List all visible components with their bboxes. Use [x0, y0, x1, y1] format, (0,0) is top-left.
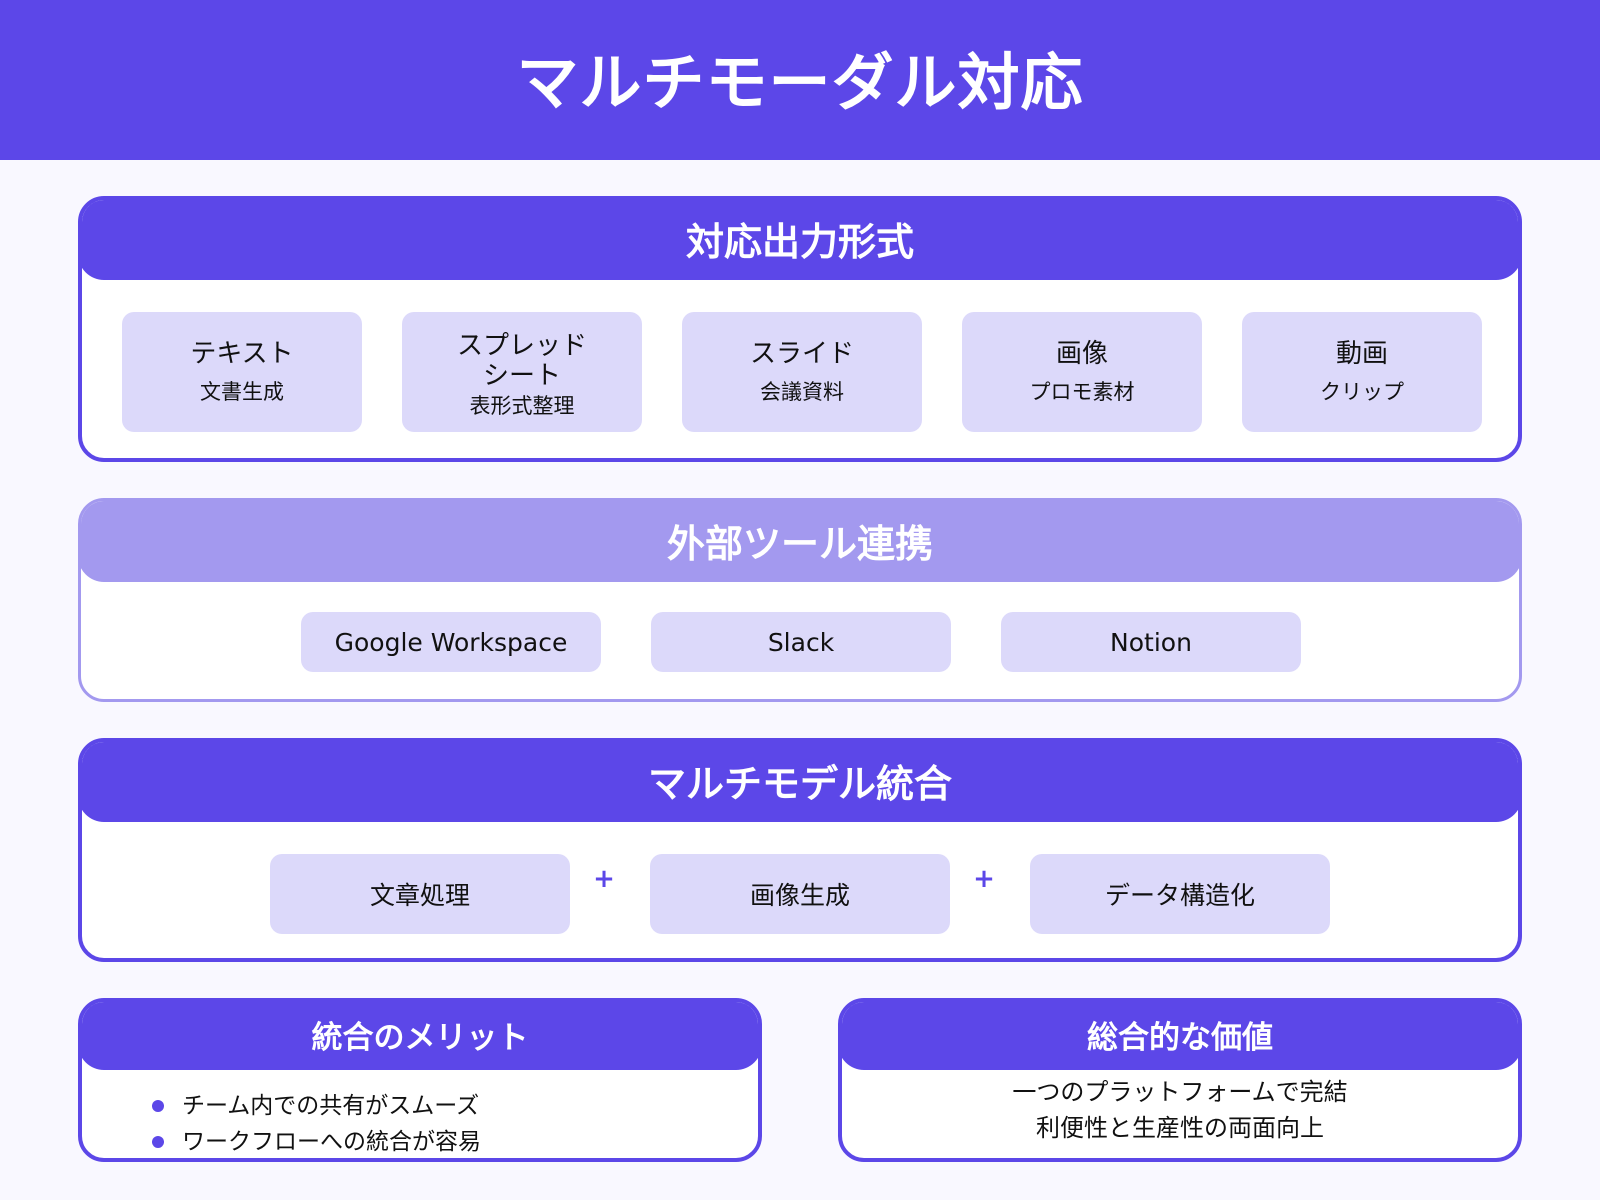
integration-slack: Slack: [651, 612, 951, 672]
model-card-image-generation: 画像生成: [650, 854, 950, 934]
integrations-header: 外部ツール連携: [81, 501, 1519, 582]
format-title-line1: スプレッド: [456, 331, 587, 361]
format-title: 動画: [1335, 339, 1388, 369]
format-title: テキスト: [190, 339, 294, 369]
merit-text: チーム内での共有がスムーズ: [182, 1093, 480, 1119]
multimodel-heading: マルチモデル統合: [647, 761, 952, 806]
output-formats-panel: 対応出力形式 テキスト 文書生成 スプレッド シート 表形式整理 スライド 会議…: [78, 196, 1522, 462]
integrations-heading: 外部ツール連携: [666, 521, 933, 566]
format-card-image: 画像 プロモ素材: [962, 312, 1202, 432]
model-label: 画像生成: [749, 881, 850, 910]
integration-google-workspace: Google Workspace: [301, 612, 601, 672]
format-title: 画像: [1055, 339, 1108, 369]
page-title: マルチモーダル対応: [516, 46, 1084, 119]
merit-item: チーム内での共有がスムーズ: [152, 1088, 481, 1124]
format-card-text: テキスト 文書生成: [122, 312, 362, 432]
multimodel-panel: マルチモデル統合 文章処理 + 画像生成 + データ構造化: [78, 738, 1522, 962]
integrations-panel: 外部ツール連携 Google Workspace Slack Notion: [78, 498, 1522, 702]
format-card-video: 動画 クリップ: [1242, 312, 1482, 432]
integration-notion: Notion: [1001, 612, 1301, 672]
value-line: 利便性と生産性の両面向上: [1036, 1114, 1324, 1142]
format-card-spreadsheet: スプレッド シート 表形式整理: [402, 312, 642, 432]
format-sub: 会議資料: [760, 380, 844, 404]
model-label: データ構造化: [1104, 881, 1255, 910]
model-card-data-structuring: データ構造化: [1030, 854, 1330, 934]
output-formats-heading: 対応出力形式: [685, 219, 914, 264]
bullet-icon: [152, 1100, 164, 1112]
output-formats-header: 対応出力形式: [82, 200, 1518, 280]
model-label: 文章処理: [369, 881, 470, 910]
merit-text: ワークフローへの統合が容易: [182, 1129, 481, 1155]
format-sub: プロモ素材: [1029, 380, 1135, 404]
integration-label: Notion: [1110, 627, 1192, 657]
value-line: 一つのプラットフォームで完結: [1012, 1078, 1348, 1106]
title-banner: マルチモーダル対応: [0, 0, 1600, 160]
value-panel: 総合的な価値 一つのプラットフォームで完結 利便性と生産性の両面向上: [838, 998, 1522, 1162]
merits-panel: 統合のメリット チーム内での共有がスムーズ ワークフローへの統合が容易: [78, 998, 762, 1162]
multimodel-header: マルチモデル統合: [82, 742, 1518, 822]
integration-label: Slack: [767, 627, 835, 657]
value-header: 総合的な価値: [842, 1002, 1518, 1070]
merits-header: 統合のメリット: [82, 1002, 758, 1070]
format-sub: 文書生成: [200, 380, 284, 404]
plus-icon: +: [973, 864, 995, 894]
value-text: 一つのプラットフォームで完結 利便性と生産性の両面向上: [842, 1074, 1518, 1146]
format-sub: クリップ: [1320, 380, 1404, 404]
format-card-slides: スライド 会議資料: [682, 312, 922, 432]
merits-heading: 統合のメリット: [311, 1019, 529, 1056]
plus-icon: +: [593, 864, 615, 894]
integration-label: Google Workspace: [334, 627, 568, 657]
bullet-icon: [152, 1136, 164, 1148]
format-title: スライド: [749, 339, 854, 369]
model-card-text-processing: 文章処理: [270, 854, 570, 934]
merit-item: ワークフローへの統合が容易: [152, 1124, 481, 1158]
value-heading: 総合的な価値: [1087, 1019, 1273, 1056]
format-title-line2: シート: [482, 361, 561, 391]
merits-list: チーム内での共有がスムーズ ワークフローへの統合が容易: [152, 1088, 481, 1158]
format-sub: 表形式整理: [469, 394, 575, 418]
